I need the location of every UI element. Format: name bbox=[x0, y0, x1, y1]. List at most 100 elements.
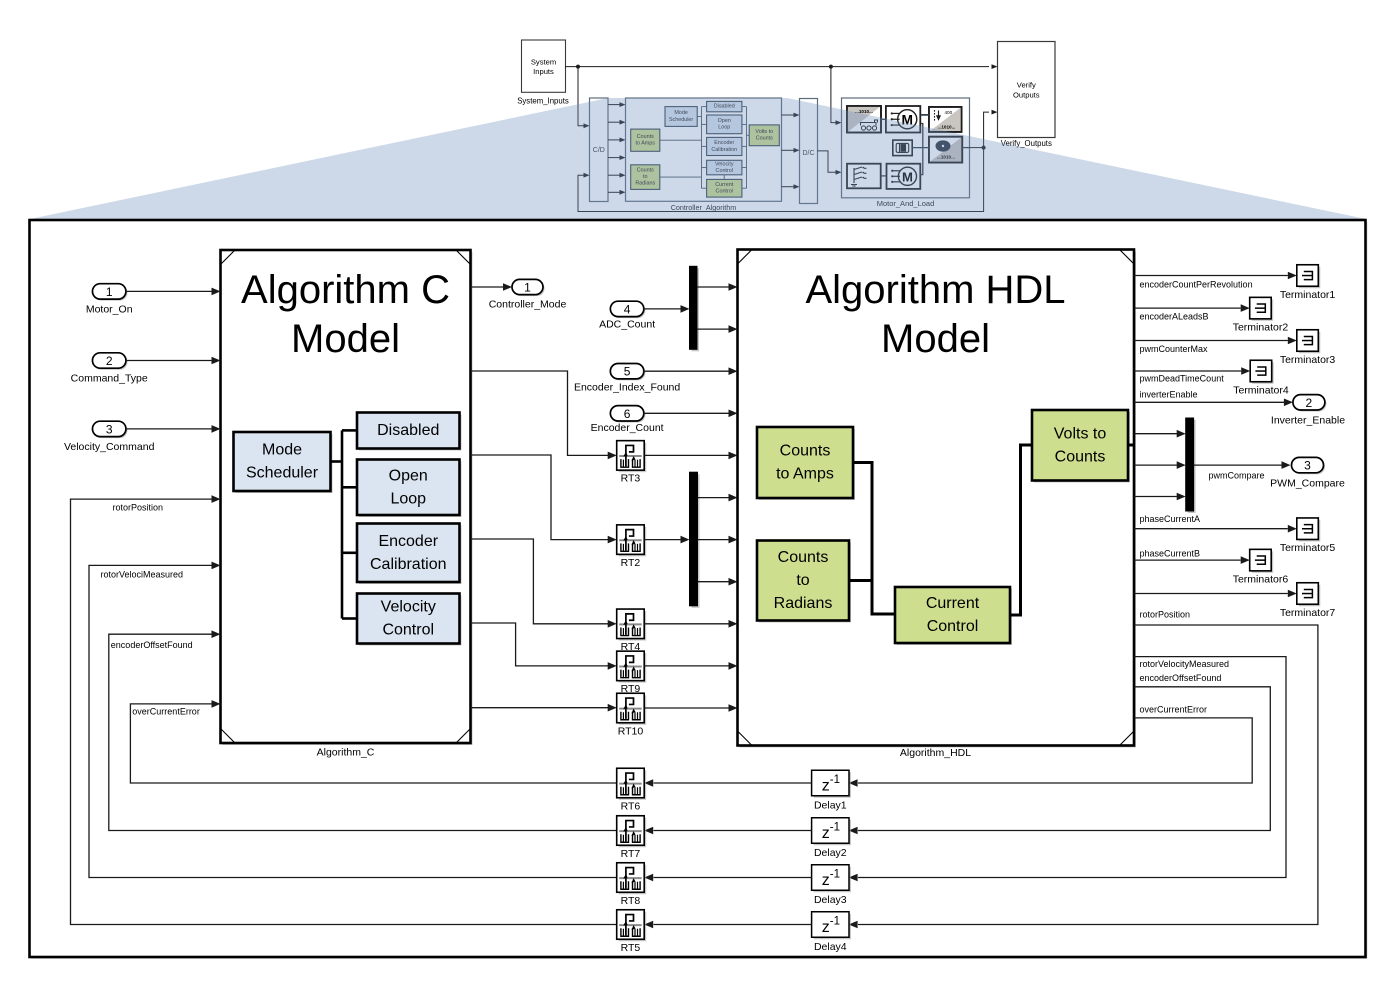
svg-text:Encoder_Index_Found: Encoder_Index_Found bbox=[574, 382, 680, 394]
svg-text:Current: Current bbox=[715, 182, 733, 188]
svg-text:...1010...: ...1010... bbox=[855, 109, 873, 114]
svg-text:Terminator2: Terminator2 bbox=[1233, 322, 1289, 334]
svg-text:5: 5 bbox=[624, 365, 631, 379]
svg-text:Delay4: Delay4 bbox=[814, 941, 847, 953]
svg-text:Velocity_Command: Velocity_Command bbox=[64, 441, 155, 453]
svg-text:RT5: RT5 bbox=[621, 942, 641, 954]
svg-text:Encoder: Encoder bbox=[378, 533, 438, 550]
svg-text:System_Inputs: System_Inputs bbox=[517, 96, 569, 105]
svg-text:Delay3: Delay3 bbox=[814, 894, 847, 906]
svg-text:RT7: RT7 bbox=[621, 848, 641, 860]
svg-text:to Amps: to Amps bbox=[636, 141, 656, 147]
svg-text:RT10: RT10 bbox=[618, 725, 644, 737]
svg-text:Volts to: Volts to bbox=[1054, 425, 1107, 442]
svg-text:to: to bbox=[643, 174, 648, 180]
svg-text:M: M bbox=[902, 169, 913, 184]
svg-text:Counts: Counts bbox=[778, 549, 829, 566]
svg-text:...1010...: ...1010... bbox=[938, 125, 956, 130]
svg-text:to Amps: to Amps bbox=[776, 466, 834, 483]
svg-text:Motor_And_Load: Motor_And_Load bbox=[877, 199, 935, 208]
svg-text:pwmDeadTimeCount: pwmDeadTimeCount bbox=[1140, 374, 1225, 384]
svg-text:Algorithm_HDL: Algorithm_HDL bbox=[900, 747, 971, 759]
svg-text:Encoder: Encoder bbox=[714, 140, 734, 146]
svg-text:encoderOffsetFound: encoderOffsetFound bbox=[111, 640, 193, 650]
svg-text:Counts: Counts bbox=[637, 134, 654, 140]
svg-text:Velocity: Velocity bbox=[715, 161, 734, 167]
svg-text:Delay1: Delay1 bbox=[814, 799, 847, 811]
svg-text:Open: Open bbox=[389, 467, 428, 484]
svg-text:encoderOffsetFound: encoderOffsetFound bbox=[1140, 673, 1222, 683]
svg-text:Current: Current bbox=[926, 595, 980, 612]
svg-text:RT4: RT4 bbox=[621, 641, 641, 653]
svg-text:inverterEnable: inverterEnable bbox=[1140, 389, 1198, 399]
svg-text:to: to bbox=[796, 572, 809, 589]
svg-text:Calibration: Calibration bbox=[711, 147, 737, 153]
svg-text:Scheduler: Scheduler bbox=[669, 117, 693, 123]
svg-text:Disabled: Disabled bbox=[714, 104, 735, 110]
svg-text:Counts: Counts bbox=[637, 168, 654, 174]
svg-text:Control: Control bbox=[927, 618, 979, 635]
svg-text:Calibration: Calibration bbox=[370, 556, 446, 573]
svg-text:Radians: Radians bbox=[774, 595, 833, 612]
svg-text:2: 2 bbox=[106, 354, 113, 368]
svg-text:rotorPosition: rotorPosition bbox=[113, 503, 164, 513]
svg-text:Disabled: Disabled bbox=[377, 422, 439, 439]
svg-text:Verify_Outputs: Verify_Outputs bbox=[1001, 139, 1052, 148]
svg-text:2: 2 bbox=[1306, 396, 1313, 410]
svg-text:System: System bbox=[531, 58, 556, 67]
svg-text:rotorVelociMeasured: rotorVelociMeasured bbox=[101, 570, 184, 580]
svg-text:Terminator7: Terminator7 bbox=[1280, 607, 1336, 619]
svg-text:Velocity: Velocity bbox=[381, 599, 436, 616]
svg-text:encoderCountPerRevolution: encoderCountPerRevolution bbox=[1140, 280, 1253, 290]
svg-text:Model: Model bbox=[291, 317, 400, 361]
svg-text:Algorithm HDL: Algorithm HDL bbox=[805, 268, 1065, 312]
svg-text:Volts to: Volts to bbox=[755, 129, 773, 135]
svg-text:Open: Open bbox=[718, 118, 731, 124]
svg-text:Counts: Counts bbox=[780, 443, 831, 460]
svg-text:Verify: Verify bbox=[1017, 81, 1036, 90]
svg-text:Motor_On: Motor_On bbox=[86, 304, 133, 316]
svg-text:Outputs: Outputs bbox=[1013, 90, 1040, 99]
svg-text:rotorPosition: rotorPosition bbox=[1140, 610, 1191, 620]
svg-text:Loop: Loop bbox=[390, 490, 426, 507]
svg-text:Loop: Loop bbox=[718, 125, 730, 131]
svg-text:Radians: Radians bbox=[635, 181, 655, 187]
svg-text:RT2: RT2 bbox=[621, 557, 641, 569]
svg-text:Encoder_Count: Encoder_Count bbox=[591, 422, 664, 434]
svg-text:RT6: RT6 bbox=[621, 800, 641, 812]
svg-text:C/D: C/D bbox=[593, 147, 605, 154]
svg-text:Scheduler: Scheduler bbox=[246, 465, 319, 482]
svg-text:Inputs: Inputs bbox=[533, 67, 554, 76]
svg-text:overCurrentError: overCurrentError bbox=[132, 707, 200, 717]
svg-text:Terminator3: Terminator3 bbox=[1280, 354, 1336, 366]
svg-text:Control: Control bbox=[716, 189, 733, 195]
svg-text:3: 3 bbox=[106, 422, 113, 436]
svg-text:Terminator1: Terminator1 bbox=[1280, 289, 1336, 301]
svg-text:400: 400 bbox=[945, 110, 953, 115]
svg-text:pwmCompare: pwmCompare bbox=[1209, 471, 1265, 481]
svg-text:Algorithm_C: Algorithm_C bbox=[317, 747, 375, 759]
svg-text:phaseCurrentA: phaseCurrentA bbox=[1140, 514, 1201, 524]
svg-text:rotorVelocityMeasured: rotorVelocityMeasured bbox=[1140, 659, 1230, 669]
svg-text:1: 1 bbox=[106, 285, 113, 299]
svg-text:RT9: RT9 bbox=[621, 683, 641, 695]
svg-text:6: 6 bbox=[624, 407, 631, 421]
svg-text:Model: Model bbox=[881, 317, 990, 361]
svg-text:RT8: RT8 bbox=[621, 895, 641, 907]
svg-text:RT3: RT3 bbox=[621, 473, 641, 485]
svg-text:encoderALeadsB: encoderALeadsB bbox=[1140, 312, 1209, 322]
svg-text:3: 3 bbox=[1304, 459, 1311, 473]
svg-text:Counts: Counts bbox=[1055, 448, 1106, 465]
svg-text:4: 4 bbox=[624, 302, 631, 316]
svg-text:Mode: Mode bbox=[262, 442, 302, 459]
svg-text:Terminator4: Terminator4 bbox=[1233, 385, 1289, 397]
svg-text:PWM_Compare: PWM_Compare bbox=[1270, 477, 1345, 489]
svg-text:Control: Control bbox=[716, 168, 733, 174]
svg-text:phaseCurrentB: phaseCurrentB bbox=[1140, 549, 1201, 559]
svg-text:M: M bbox=[901, 112, 912, 127]
svg-text:overCurrentError: overCurrentError bbox=[1140, 704, 1208, 714]
svg-text:Counts: Counts bbox=[756, 136, 773, 142]
svg-text:Mode: Mode bbox=[674, 110, 688, 116]
svg-text:pwmCounterMax: pwmCounterMax bbox=[1140, 344, 1209, 354]
svg-text:Command_Type: Command_Type bbox=[71, 373, 148, 385]
